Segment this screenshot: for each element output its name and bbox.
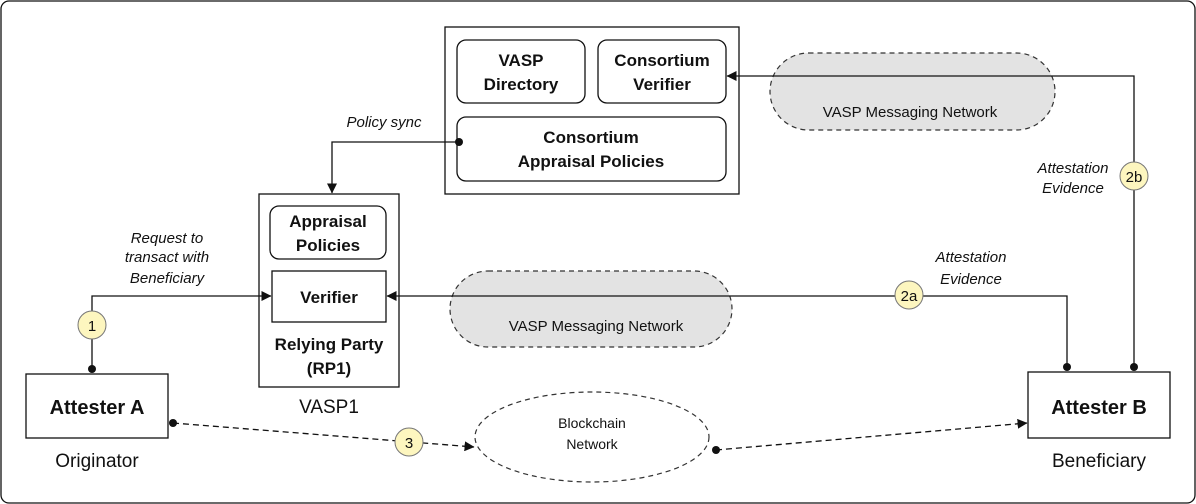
transaction-connector-left	[169, 419, 475, 452]
request-label-line3: Beneficiary	[130, 270, 206, 287]
step-badge-1: 1	[77, 310, 107, 340]
relying-party-container: Appraisal Policies Verifier Relying Part…	[258, 193, 400, 388]
evidence-2b-label-line1: Attestation	[1037, 160, 1109, 177]
evidence-2b-connector: Attestation Evidence	[726, 71, 1138, 371]
vasp-messaging-network-mid-label: VASP Messaging Network	[509, 318, 684, 335]
step-badge-2a-label: 2a	[901, 288, 918, 305]
step-badge-2b-label: 2b	[1126, 169, 1143, 186]
relying-party-line2: (RP1)	[307, 359, 351, 378]
rp1-policies-line1: Appraisal	[289, 212, 366, 231]
vasp-directory-box: VASP Directory	[456, 39, 586, 104]
vasp-messaging-network-mid: VASP Messaging Network	[449, 270, 733, 348]
step-badge-2b: 2b	[1119, 161, 1149, 191]
blockchain-line2: Network	[566, 436, 618, 452]
request-label-line2: transact with	[125, 249, 209, 266]
step-badge-2a: 2a	[894, 280, 924, 310]
evidence-2a-label-line2: Evidence	[940, 271, 1002, 288]
relying-party-line1: Relying Party	[275, 335, 384, 354]
evidence-2a-connector: Attestation Evidence	[386, 249, 1071, 371]
consortium-verifier-line2: Verifier	[633, 75, 691, 94]
rp1-verifier-label: Verifier	[300, 288, 358, 307]
vasp-messaging-network-top: VASP Messaging Network	[769, 52, 1056, 131]
vasp-messaging-network-top-label: VASP Messaging Network	[823, 104, 998, 121]
consortium-policies-line2: Appraisal Policies	[518, 152, 664, 171]
policy-sync-connector: Policy sync	[327, 114, 463, 194]
step-badge-3-label: 3	[405, 435, 413, 452]
originator-caption: Originator	[55, 451, 139, 472]
consortium-appraisal-policies-box: Consortium Appraisal Policies	[456, 116, 727, 182]
evidence-2b-label-line2: Evidence	[1042, 180, 1104, 197]
consortium-container: VASP Directory Consortium Verifier Conso…	[444, 26, 740, 195]
request-label-line1: Request to	[131, 230, 204, 247]
rp1-policies-line2: Policies	[296, 236, 360, 255]
attester-a-box: Attester A	[25, 373, 169, 439]
blockchain-line1: Blockchain	[558, 415, 626, 431]
attester-b-box: Attester B	[1027, 371, 1171, 439]
transaction-connector-right	[712, 418, 1028, 454]
policy-sync-label: Policy sync	[346, 114, 422, 131]
evidence-2a-label-line1: Attestation	[935, 249, 1007, 266]
consortium-verifier-box: Consortium Verifier	[597, 39, 727, 104]
rp1-verifier-box: Verifier	[271, 270, 387, 323]
vasp-directory-line1: VASP	[498, 51, 543, 70]
step-badge-1-label: 1	[88, 318, 96, 335]
request-connector: Request to transact with Beneficiary	[88, 230, 272, 373]
consortium-policies-line1: Consortium	[543, 128, 638, 147]
step-badge-3: 3	[394, 427, 424, 457]
vasp1-caption: VASP1	[299, 397, 359, 418]
attester-a-label: Attester A	[50, 397, 145, 419]
rp1-appraisal-policies-box: Appraisal Policies	[269, 205, 387, 260]
vasp-directory-line2: Directory	[484, 75, 559, 94]
consortium-verifier-line1: Consortium	[614, 51, 709, 70]
blockchain-network: Blockchain Network	[474, 391, 710, 483]
attester-b-label: Attester B	[1051, 397, 1147, 419]
beneficiary-caption: Beneficiary	[1052, 451, 1146, 472]
